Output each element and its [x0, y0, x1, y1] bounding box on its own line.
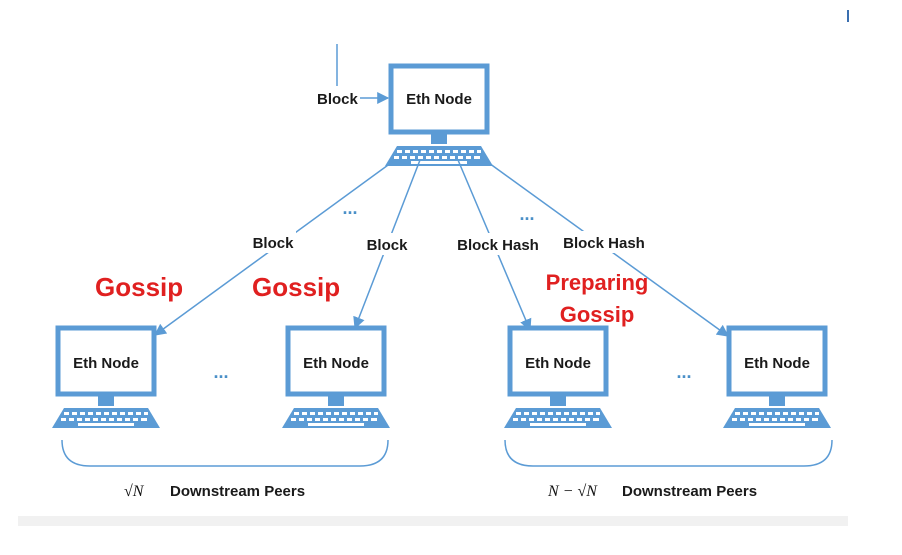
computer-icon — [723, 328, 831, 428]
ellipsis-edges-left: ... — [342, 198, 357, 218]
group-right-label: Downstream Peers — [622, 483, 757, 500]
preparing-label-line2: Gossip — [560, 302, 635, 327]
math-n-minus-sqrt-n: N − √N — [547, 483, 598, 500]
computer-icon — [385, 66, 493, 166]
leaf-node-label: Eth Node — [73, 355, 139, 372]
top-eth-node: Eth Node — [385, 66, 493, 166]
ellipsis-edges-right: ... — [519, 204, 534, 224]
math-sqrt-n: √N — [124, 483, 145, 500]
edge-label-block-2: Block — [367, 237, 409, 254]
brace-right-group — [504, 439, 833, 467]
preparing-label-line1: Preparing — [546, 270, 649, 295]
ellipsis-nodes-left: ... — [213, 362, 228, 382]
edge-label-block-hash-2: Block Hash — [563, 235, 645, 252]
edge-label-block-1: Block — [253, 235, 295, 252]
leaf-eth-node-1: Eth Node — [52, 328, 160, 428]
top-node-label: Eth Node — [406, 91, 472, 108]
edge-label-block-hash-1: Block Hash — [457, 237, 539, 254]
ellipsis-nodes-right: ... — [676, 362, 691, 382]
computer-icon — [52, 328, 160, 428]
leaf-node-label: Eth Node — [525, 355, 591, 372]
leaf-node-label: Eth Node — [744, 355, 810, 372]
gossip-label-mid: Gossip — [252, 272, 340, 302]
leaf-node-label: Eth Node — [303, 355, 369, 372]
leaf-eth-node-4: Eth Node — [723, 328, 831, 428]
gossip-label-left: Gossip — [95, 272, 183, 302]
leaf-eth-node-2: Eth Node — [282, 328, 390, 428]
leaf-eth-node-3: Eth Node — [504, 328, 612, 428]
incoming-block-label: Block — [317, 91, 359, 108]
bottom-band — [18, 516, 848, 526]
computer-icon — [282, 328, 390, 428]
computer-icon — [504, 328, 612, 428]
brace-left-group — [61, 439, 389, 467]
group-left-label: Downstream Peers — [170, 483, 305, 500]
